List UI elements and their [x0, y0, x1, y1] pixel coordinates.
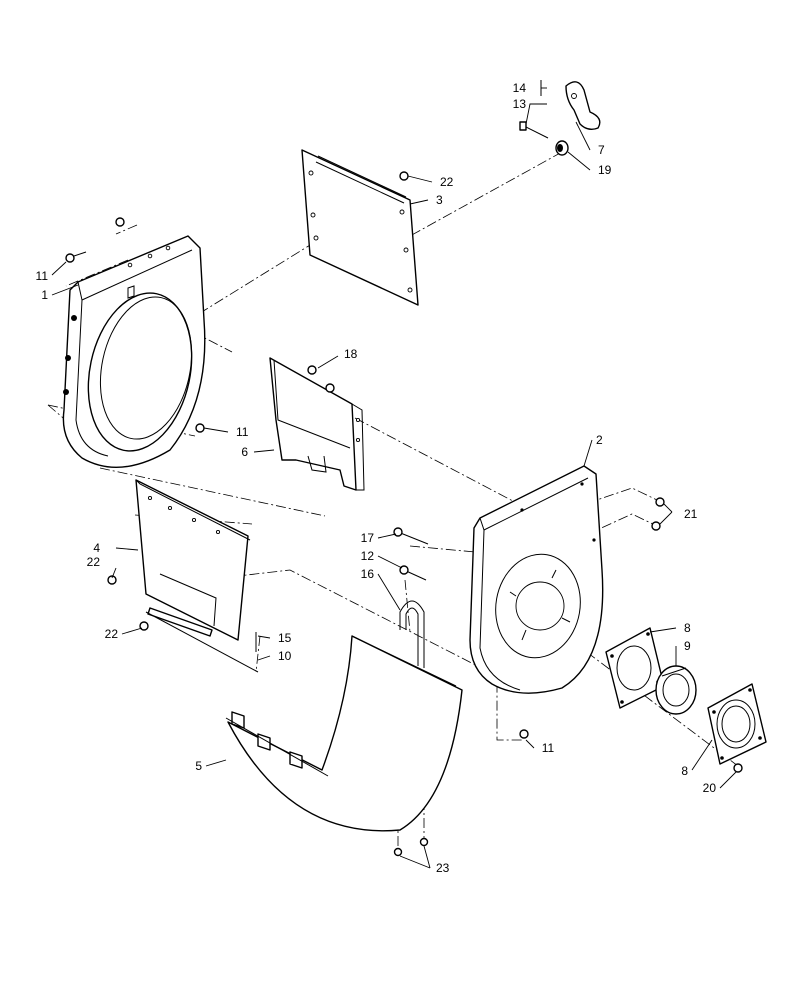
spacer-part-19 — [555, 140, 569, 156]
callout-22-top: 22 — [440, 175, 454, 189]
callout-2: 2 — [596, 433, 603, 447]
bearing-part-9 — [655, 665, 697, 715]
callout-10: 10 — [278, 649, 292, 663]
callout-19: 19 — [598, 163, 612, 177]
callout-20: 20 — [703, 781, 717, 795]
callout-6: 6 — [241, 445, 248, 459]
callout-22-left: 22 — [87, 555, 101, 569]
callout-18: 18 — [344, 347, 358, 361]
callout-3: 3 — [436, 193, 443, 207]
callout-4: 4 — [93, 541, 100, 555]
callout-11-right: 11 — [542, 741, 555, 755]
trough-part-5 — [225, 635, 463, 832]
callout-leaders — [51, 87, 737, 869]
callout-14: 14 — [513, 81, 527, 95]
callout-11-mid: 11 — [236, 425, 249, 439]
callout-23: 23 — [436, 861, 450, 875]
u-bolt-part-16 — [399, 600, 425, 668]
end-housing-part-1 — [62, 235, 206, 468]
callout-13: 13 — [513, 97, 527, 111]
screw-part-13 — [519, 121, 549, 139]
door-part-4 — [135, 479, 259, 673]
callout-15: 15 — [278, 631, 292, 645]
lever-part-7 — [565, 81, 601, 131]
callout-21: 21 — [684, 507, 698, 521]
plate-part-3 — [301, 149, 419, 306]
callout-7: 7 — [598, 143, 605, 157]
end-housing-part-2 — [469, 465, 604, 694]
callout-12: 12 — [361, 549, 375, 563]
callout-9: 9 — [684, 639, 691, 653]
callout-labels: 14 13 7 19 22 3 11 1 18 11 6 4 22 22 15 … — [36, 81, 717, 875]
cover-plate-part-6 — [269, 357, 365, 491]
callout-11-topleft: 11 — [36, 269, 49, 283]
callout-8-upper: 8 — [684, 621, 691, 635]
callout-22-lower: 22 — [105, 627, 119, 641]
callout-8-lower: 8 — [681, 764, 688, 778]
flange-part-8-front — [707, 683, 767, 765]
flange-part-8-rear — [605, 627, 665, 709]
callout-5: 5 — [195, 759, 202, 773]
callout-1: 1 — [41, 288, 48, 302]
callout-17: 17 — [361, 531, 375, 545]
callout-16: 16 — [361, 567, 375, 581]
